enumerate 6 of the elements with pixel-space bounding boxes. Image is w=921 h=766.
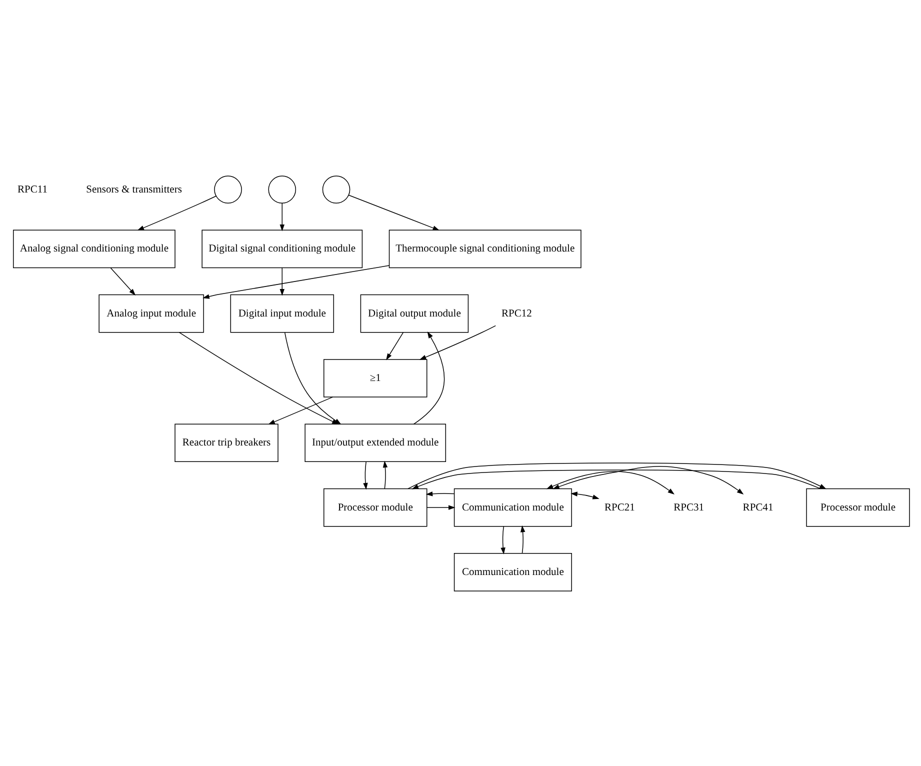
label: Sensors & transmitters <box>86 184 182 195</box>
label: RPC11 <box>18 184 48 195</box>
node-text: RPC41 <box>742 502 774 513</box>
node-text: RPC31 <box>674 502 704 513</box>
node-text: RPC21 <box>604 502 635 513</box>
node-text: RPC12 <box>501 308 532 319</box>
